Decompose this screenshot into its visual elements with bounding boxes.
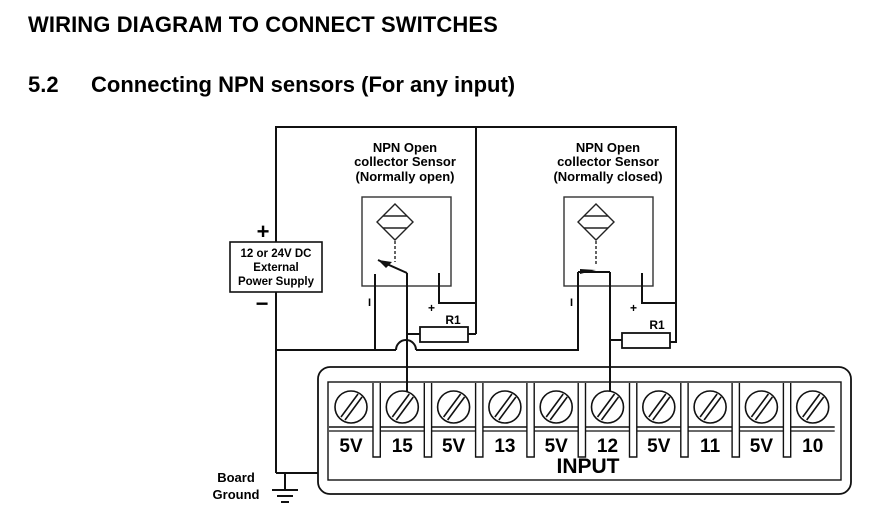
- terminal-label: 5V: [442, 436, 466, 457]
- sensor-1-title-1: NPN Open: [373, 140, 437, 155]
- screw-icon: [334, 390, 368, 424]
- power-supply: 12 or 24V DC External Power Supply + −: [229, 219, 323, 316]
- terminal-12-5[interactable]: 12: [585, 390, 630, 457]
- switch-closed-icon: [578, 269, 610, 274]
- terminal-label: 10: [802, 436, 823, 457]
- section-title: Connecting NPN sensors (For any input): [91, 72, 516, 97]
- terminal-label: 5V: [545, 436, 569, 457]
- terminal-5V-0[interactable]: 5V: [329, 390, 373, 457]
- sensor-2-title-3: (Normally closed): [553, 169, 662, 184]
- terminal-5V-8[interactable]: 5V: [739, 390, 784, 457]
- terminal-label: 13: [494, 436, 515, 457]
- screw-icon: [590, 390, 625, 424]
- resistor-2-label: R1: [649, 318, 665, 332]
- sensor-2-title-1: NPN Open: [576, 140, 640, 155]
- screw-icon: [385, 390, 420, 424]
- ground-label-2: Ground: [213, 487, 260, 502]
- terminal-10-9[interactable]: 10: [790, 390, 835, 457]
- terminal-label: 12: [597, 436, 618, 457]
- sensor-1-title-3: (Normally open): [356, 169, 455, 184]
- terminal-5V-2[interactable]: 5V: [431, 390, 476, 457]
- terminal-label: 11: [700, 436, 721, 457]
- sensor-1-minus-mark: I: [368, 297, 371, 309]
- sensor-2-box: [563, 196, 654, 287]
- power-supply-line-3: Power Supply: [238, 276, 315, 288]
- terminal-divider: [526, 383, 535, 458]
- inductive-sensor-icon: [577, 203, 615, 266]
- screw-icon: [744, 390, 779, 424]
- switch-open-icon: [377, 259, 408, 274]
- section-heading: 5.2 Connecting NPN sensors (For any input…: [28, 72, 515, 98]
- terminal-15-1[interactable]: 15: [380, 390, 425, 457]
- screw-icon: [539, 390, 574, 424]
- terminal-5V-4[interactable]: 5V: [534, 390, 579, 457]
- resistor-r1-a: [419, 326, 469, 343]
- ground-symbol: [272, 489, 298, 503]
- resistor-r1-b: [621, 332, 671, 349]
- terminal-block-housing: [317, 366, 852, 495]
- terminal-label: 5V: [339, 436, 363, 457]
- terminal-block-inner: [327, 381, 842, 481]
- document-heading: WIRING DIAGRAM TO CONNECT SWITCHES: [28, 12, 498, 37]
- terminal-11-7[interactable]: 11: [688, 390, 733, 457]
- input-label: INPUT: [557, 455, 620, 478]
- screw-icon: [693, 390, 727, 424]
- power-supply-box: [229, 241, 323, 293]
- terminal-divider: [372, 383, 381, 458]
- terminal-label: 15: [392, 436, 414, 457]
- terminal-5V-6[interactable]: 5V: [636, 390, 681, 457]
- sensor-2-plus-mark: +: [630, 301, 637, 315]
- minus-sign: −: [256, 291, 269, 316]
- screw-icon: [488, 390, 522, 424]
- terminal-label: 5V: [750, 436, 774, 457]
- power-supply-line-1: 12 or 24V DC: [241, 248, 312, 260]
- positive-supply-rail: [275, 126, 677, 343]
- terminal-divider: [577, 383, 587, 458]
- terminal-13-3[interactable]: 13: [482, 390, 527, 457]
- sensor-2-title-2: collector Sensor: [557, 154, 659, 169]
- terminal-divider: [474, 383, 484, 458]
- plus-sign: +: [257, 219, 270, 244]
- power-supply-line-2: External: [253, 262, 298, 274]
- sensor-2-minus-mark: I: [570, 297, 573, 309]
- terminal-block: 5V 15 5V 13 5V 12 5V 11 5V 10 INPUT: [317, 366, 852, 495]
- ground-label-1: Board: [217, 470, 255, 485]
- terminal-divider: [782, 383, 792, 458]
- sensor-normally-closed: NPN Open collector Sensor (Normally clos…: [553, 140, 676, 392]
- terminal-divider: [628, 383, 638, 458]
- terminal-divider: [731, 383, 741, 458]
- sensor-normally-open: NPN Open collector Sensor (Normally open…: [354, 140, 476, 392]
- sensor-1-plus-mark: +: [428, 301, 435, 315]
- screw-icon: [641, 390, 676, 424]
- screw-icon: [436, 390, 471, 424]
- sensor-1-title-2: collector Sensor: [354, 154, 456, 169]
- screw-icon: [795, 390, 830, 424]
- inductive-sensor-icon: [376, 203, 414, 262]
- resistor-1-label: R1: [445, 313, 461, 327]
- terminal-label: 5V: [647, 436, 671, 457]
- terminal-divider: [680, 383, 689, 458]
- terminal-divider: [423, 383, 433, 458]
- section-number: 5.2: [28, 72, 59, 97]
